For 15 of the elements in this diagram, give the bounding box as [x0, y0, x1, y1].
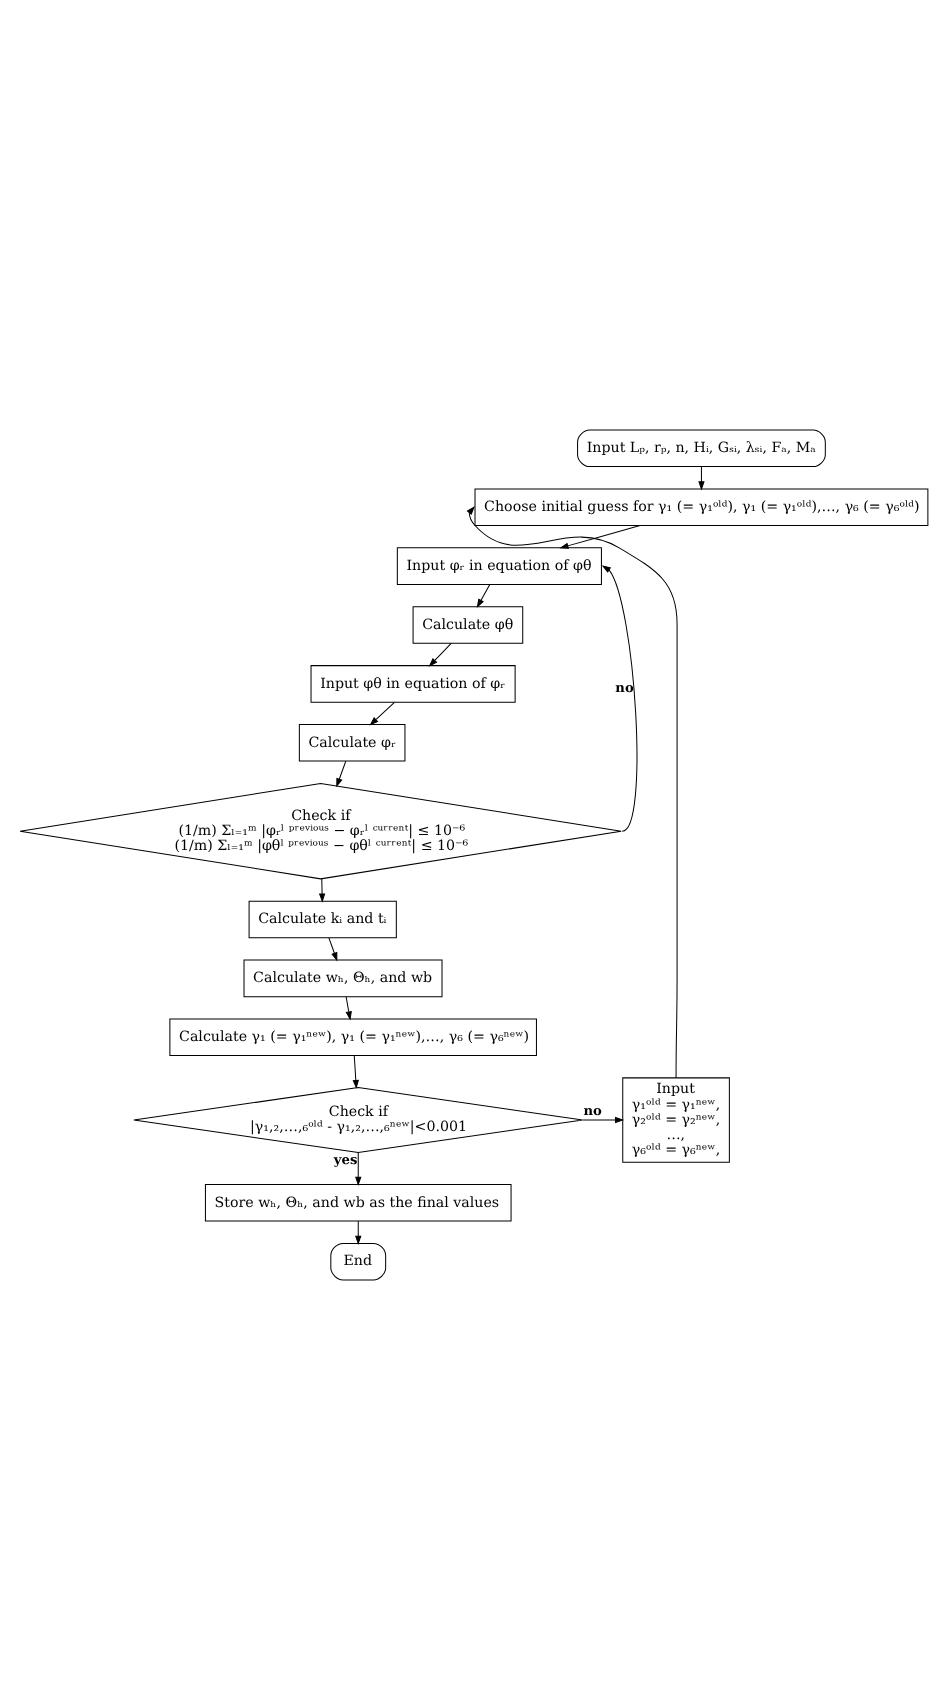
arrow	[369, 700, 395, 725]
arrow	[352, 1054, 359, 1089]
arrow	[336, 759, 347, 787]
arrow	[345, 995, 352, 1020]
arrow	[355, 1151, 362, 1185]
arrow	[559, 524, 641, 548]
arrow	[698, 465, 705, 490]
arrow	[355, 1219, 362, 1244]
arrow	[601, 564, 638, 831]
arrow	[428, 641, 452, 666]
arrow	[318, 877, 326, 902]
arrow	[476, 583, 491, 608]
arrow	[582, 1115, 625, 1123]
arrow	[328, 936, 338, 961]
arrow	[466, 505, 678, 1078]
